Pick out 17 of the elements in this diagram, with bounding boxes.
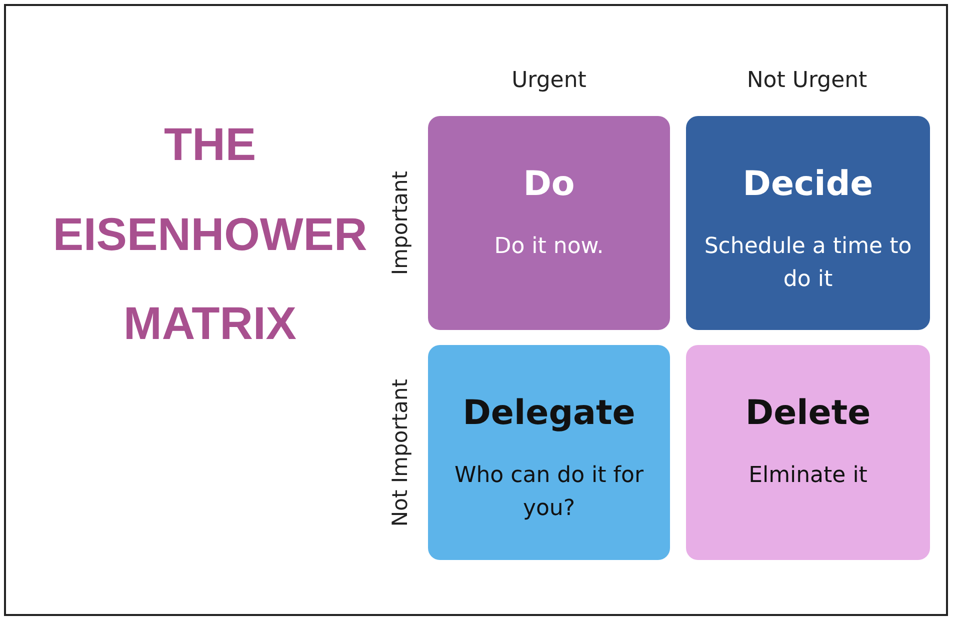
column-header: Not Urgent	[746, 68, 868, 92]
quadrant-description: Schedule a time to do it	[703, 233, 913, 294]
quadrant-heading: Delegate	[462, 393, 636, 433]
column-header: Urgent	[512, 68, 586, 92]
quadrant-heading: Do	[522, 164, 576, 204]
quadrant-box	[686, 116, 930, 330]
quadrant-box	[428, 116, 670, 330]
quadrant-box	[428, 345, 670, 560]
row-header: Not Important	[388, 379, 412, 527]
quadrant-heading: Decide	[742, 164, 874, 204]
quadrant-box	[686, 345, 930, 560]
quadrant-description: Do it now.	[493, 233, 605, 261]
quadrant-description: Who can do it for you?	[453, 462, 645, 523]
title: THE EISENHOWER MATRIX	[52, 117, 368, 352]
quadrant-description: Elminate it	[748, 462, 868, 490]
row-header: Important	[388, 170, 412, 276]
quadrant-heading: Delete	[744, 393, 872, 433]
